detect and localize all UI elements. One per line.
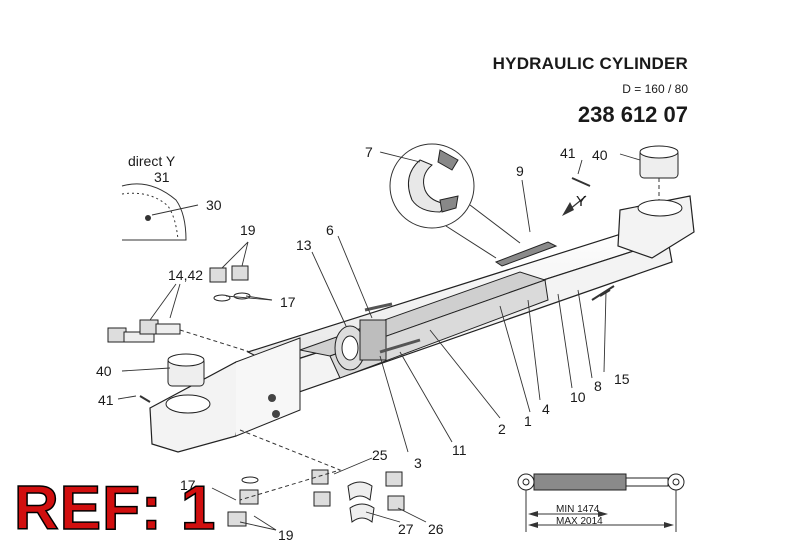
callout-9: 9	[516, 163, 524, 179]
arrow-y-label: Y	[576, 193, 586, 210]
view-y-arrow	[562, 195, 587, 216]
callout-30: 30	[206, 197, 222, 213]
inset-rod	[625, 477, 669, 487]
callout-17-top: 17	[280, 294, 296, 310]
callout-31: 31	[154, 169, 170, 185]
callout-17-bottom: 17	[180, 477, 196, 493]
callout-41-left: 41	[98, 392, 114, 408]
max-length-label: MAX 2014	[556, 516, 603, 527]
diameter-spec: D = 160 / 80	[622, 82, 688, 96]
callout-7: 7	[365, 144, 373, 160]
callout-40-top: 40	[592, 147, 608, 163]
callout-13: 13	[296, 237, 312, 253]
cylinder-barrel	[246, 227, 673, 399]
leader-lines	[117, 151, 641, 531]
callout-40-left: 40	[96, 363, 112, 379]
direct-y-detail	[121, 183, 199, 241]
base-end-cap	[149, 337, 301, 453]
callout-19-top: 19	[240, 222, 256, 238]
fittings-group	[107, 177, 615, 527]
callout-2: 2	[498, 421, 506, 437]
callout-8: 8	[594, 378, 602, 394]
min-length-label: MIN 1474	[556, 504, 600, 515]
piston-assembly	[334, 302, 421, 371]
callout-6: 6	[326, 222, 334, 238]
callout-3: 3	[414, 455, 422, 471]
callout-4: 4	[542, 401, 550, 417]
inset-tube	[533, 473, 627, 491]
callout-25: 25	[372, 447, 388, 463]
detail-label: direct Y	[128, 153, 176, 169]
title-block: HYDRAULIC CYLINDER D = 160 / 80 238 612 …	[493, 54, 688, 128]
callout-11: 11	[452, 442, 467, 458]
callout-19-bottom: 19	[278, 527, 294, 543]
callout-1: 1	[524, 413, 532, 429]
rod-eye-end	[617, 145, 695, 259]
ref-label: REF: 1	[13, 474, 217, 543]
stroke-inset: MIN 1474 MAX 2014	[517, 473, 685, 532]
callout-14-42: 14,42	[168, 267, 203, 283]
callout-10: 10	[570, 389, 586, 405]
callout-15: 15	[614, 371, 630, 387]
seal-detail-view	[389, 143, 521, 259]
callout-27: 27	[398, 521, 414, 537]
part-number: 238 612 07	[577, 102, 688, 127]
callout-26: 26	[428, 521, 444, 537]
diagram-title: HYDRAULIC CYLINDER	[492, 54, 688, 73]
callout-41-top: 41	[560, 145, 576, 161]
